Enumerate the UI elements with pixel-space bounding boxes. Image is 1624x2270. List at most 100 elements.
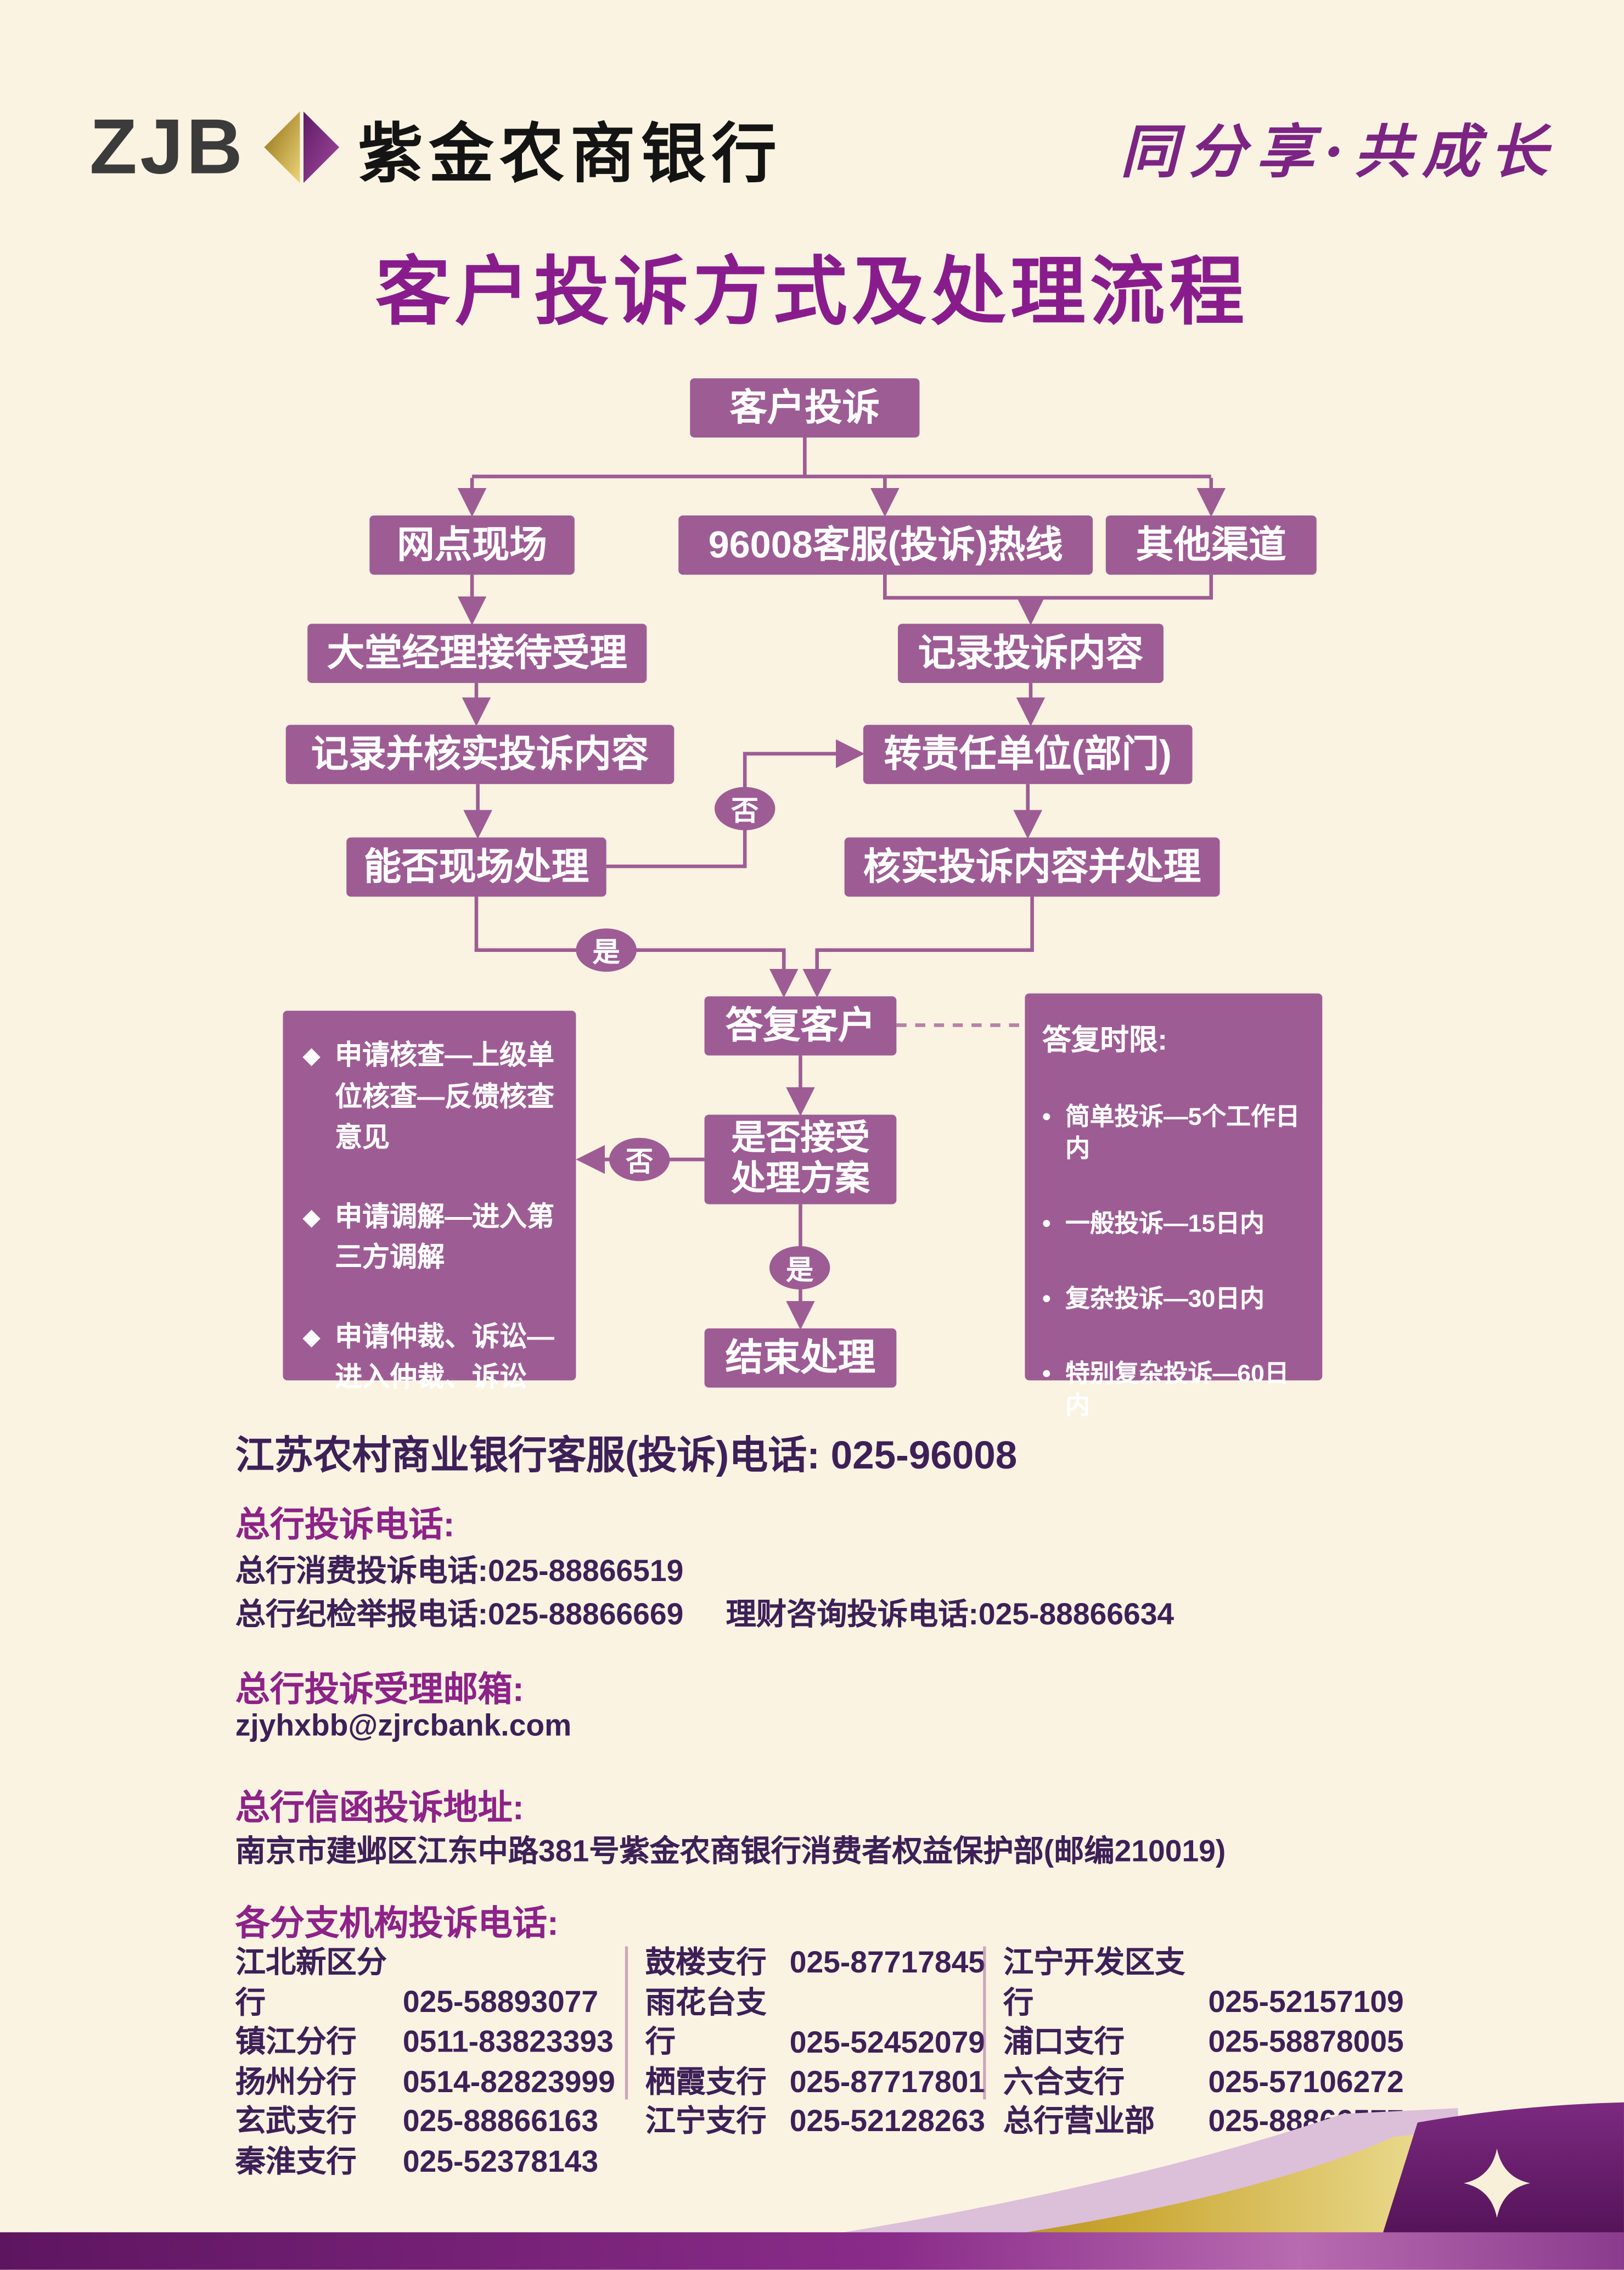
logo-zjb-text: ZJB xyxy=(89,104,246,191)
flow-node-hotline-96008: 96008客服(投诉)热线 xyxy=(678,515,1093,575)
mail-address: 南京市建邺区江东中路381号紫金农商银行消费者权益保护部(邮编210019) xyxy=(235,1835,1226,1869)
time-limit-text: 特别复杂投诉—60日内 xyxy=(1065,1360,1289,1420)
branch-row: 玄武支行 025-88866163 xyxy=(235,2103,615,2142)
branch-phone: 025-52128263 xyxy=(789,2105,986,2139)
column-divider xyxy=(983,1946,986,2100)
branch-name: 总行营业部 xyxy=(1003,2105,1155,2139)
branch-name: 扬州分行 xyxy=(235,2065,357,2099)
logo-gem-icon xyxy=(264,109,340,185)
flow-node-other-channels: 其他渠道 xyxy=(1105,515,1317,575)
branch-name: 江宁开发区支行 xyxy=(1003,1946,1185,2020)
reply-time-limit-box: 答复时限: • 简单投诉—5个工作日内 • 一般投诉—15日内 • 复杂投诉—3… xyxy=(1025,993,1323,1420)
sparkle-icon xyxy=(1464,2148,1531,2218)
bank-name: 紫金农商银行 xyxy=(358,116,783,190)
flow-node-branch-site: 网点现场 xyxy=(369,515,575,575)
flow-node-finish: 结束处理 xyxy=(704,1328,897,1388)
flow-connector-lines xyxy=(457,437,1226,1330)
escalation-item-text: 申请仲裁、诉讼—进入仲裁、诉讼 xyxy=(335,1321,555,1394)
branch-name: 栖霞支行 xyxy=(645,2065,767,2099)
hq-phone-title: 总行投诉电话: xyxy=(235,1506,455,1545)
branch-name: 六合支行 xyxy=(1003,2065,1125,2099)
diamond-bullet-icon: ◆ xyxy=(303,1325,320,1349)
time-limit-text: 简单投诉—5个工作日内 xyxy=(1065,1103,1300,1163)
footer-decoration xyxy=(0,2102,1624,2270)
flow-node-record-content: 记录投诉内容 xyxy=(897,624,1164,683)
time-limit-item: • 特别复杂投诉—60日内 xyxy=(1042,1359,1308,1423)
branch-phone: 025-52378143 xyxy=(402,2145,599,2178)
branch-name: 江北新区分行 xyxy=(235,1946,387,2020)
branch-row: 鼓楼支行 025-87717845 xyxy=(645,1943,985,1983)
branch-row: 雨花台支行 025-52452079 xyxy=(645,1983,985,2063)
escalation-options-box: ◆ 申请核查—上级单位核查—反馈核查意见 ◆ 申请调解—进入第三方调解 ◆ 申请… xyxy=(283,1011,576,1393)
customer-service-phone-line: 江苏农村商业银行客服(投诉)电话: 025-96008 xyxy=(235,1433,1018,1477)
branch-column-2: 鼓楼支行 025-87717845 雨花台支行 025-52452079 栖霞支行 0… xyxy=(645,1943,985,2142)
branch-name: 鼓楼支行 xyxy=(645,1946,767,1980)
branch-phone: 0514-82823999 xyxy=(402,2065,615,2099)
footer-band xyxy=(0,2232,1624,2270)
hq-wealth-phone: 理财咨询投诉电话:025-88866634 xyxy=(726,1598,1175,1632)
flow-node-accept-decision: 是否接受 处理方案 xyxy=(704,1114,897,1204)
branch-phone: 025-58893077 xyxy=(402,1986,599,2020)
diamond-bullet-icon: ◆ xyxy=(303,1204,320,1230)
label-yes-2: 是 xyxy=(769,1246,830,1290)
time-limit-item: • 简单投诉—5个工作日内 xyxy=(1042,1102,1308,1165)
time-limit-title: 答复时限: xyxy=(1042,1025,1167,1057)
branch-phone: 025-87717845 xyxy=(789,1946,986,1980)
branch-name: 浦口支行 xyxy=(1003,2026,1125,2059)
branch-row: 栖霞支行 025-87717801 xyxy=(645,2062,985,2102)
time-limit-item: • 一般投诉—15日内 xyxy=(1042,1209,1308,1241)
accept-line-2: 处理方案 xyxy=(731,1159,870,1199)
branch-name: 雨花台支行 xyxy=(645,1986,767,2059)
flow-node-onsite-decision: 能否现场处理 xyxy=(346,837,606,897)
label-no-1: 否 xyxy=(714,787,776,831)
time-limit-text: 复杂投诉—30日内 xyxy=(1065,1285,1265,1313)
branch-row: 六合支行 025-57106272 xyxy=(1003,2062,1404,2102)
flow-node-reply-customer: 答复客户 xyxy=(704,996,897,1056)
branch-phone: 0511-83823393 xyxy=(402,2026,614,2059)
column-divider xyxy=(625,1946,628,2100)
branch-name: 秦淮支行 xyxy=(235,2145,357,2178)
branch-row: 江宁支行 025-52128263 xyxy=(645,2103,985,2142)
escalation-item: ◆ 申请核查—上级单位核查—反馈核查意见 xyxy=(303,1036,555,1160)
flow-node-record-verify: 记录并核实投诉内容 xyxy=(285,725,675,784)
diamond-bullet-icon: ◆ xyxy=(303,1044,320,1069)
flow-node-customer-complaint: 客户投诉 xyxy=(690,378,920,438)
email-title: 总行投诉受理邮箱: xyxy=(235,1671,524,1710)
bank-logo: ZJB 紫金农商银行 xyxy=(89,100,783,194)
branch-phone: 025-57106272 xyxy=(1208,2065,1404,2099)
branch-name: 江宁支行 xyxy=(645,2105,767,2139)
branch-phone: 025-52157109 xyxy=(1208,1986,1404,2020)
escalation-item: ◆ 申请调解—进入第三方调解 xyxy=(303,1198,555,1280)
branch-phone: 025-58878005 xyxy=(1208,2026,1404,2059)
branch-name: 玄武支行 xyxy=(235,2105,357,2139)
flow-node-lobby-manager: 大堂经理接待受理 xyxy=(307,624,647,683)
branch-row: 江宁开发区支行 025-52157109 xyxy=(1003,1943,1404,2023)
dot-bullet-icon: • xyxy=(1042,1360,1051,1388)
branch-phone: 025-87717801 xyxy=(789,2065,986,2099)
branch-column-1: 江北新区分行 025-58893077 镇江分行 0511-83823393 扬州分… xyxy=(235,1943,615,2182)
page-title: 客户投诉方式及处理流程 xyxy=(375,251,1249,335)
hq-discipline-phone: 总行纪检举报电话:025-88866669 xyxy=(235,1598,684,1632)
accept-line-1: 是否接受 xyxy=(731,1118,870,1158)
email-address: zjyhxbb@zjrcbank.com xyxy=(235,1709,572,1743)
mail-address-title: 总行信函投诉地址: xyxy=(235,1789,524,1828)
escalation-item-text: 申请调解—进入第三方调解 xyxy=(335,1202,555,1274)
label-no-2: 否 xyxy=(609,1137,670,1181)
branch-phone: 025-88866163 xyxy=(402,2105,599,2139)
branch-name: 镇江分行 xyxy=(235,2026,357,2059)
flow-node-verify-handle: 核实投诉内容并处理 xyxy=(844,837,1220,897)
branch-row: 镇江分行 0511-83823393 xyxy=(235,2023,615,2062)
dot-bullet-icon: • xyxy=(1042,1210,1051,1238)
escalation-item-text: 申请核查—上级单位核查—反馈核查意见 xyxy=(335,1041,555,1154)
branch-row: 江北新区分行 025-58893077 xyxy=(235,1943,615,2023)
branch-phone: 025-52452079 xyxy=(789,2026,986,2059)
hq-consumer-phone: 总行消费投诉电话:025-88866519 xyxy=(235,1555,684,1589)
flow-node-transfer-unit: 转责任单位(部门) xyxy=(863,725,1193,784)
branch-row: 秦淮支行 025-52378143 xyxy=(235,2142,615,2182)
brand-slogan: 同分享·共成长 xyxy=(1120,118,1558,187)
hq-phone-row: 总行纪检举报电话:025-88866669 理财咨询投诉电话:025-88866… xyxy=(235,1591,1174,1634)
time-limit-item: • 复杂投诉—30日内 xyxy=(1042,1284,1308,1316)
header: ZJB 紫金农商银行 同分享·共成长 xyxy=(89,96,1558,199)
time-limit-text: 一般投诉—15日内 xyxy=(1065,1210,1265,1238)
